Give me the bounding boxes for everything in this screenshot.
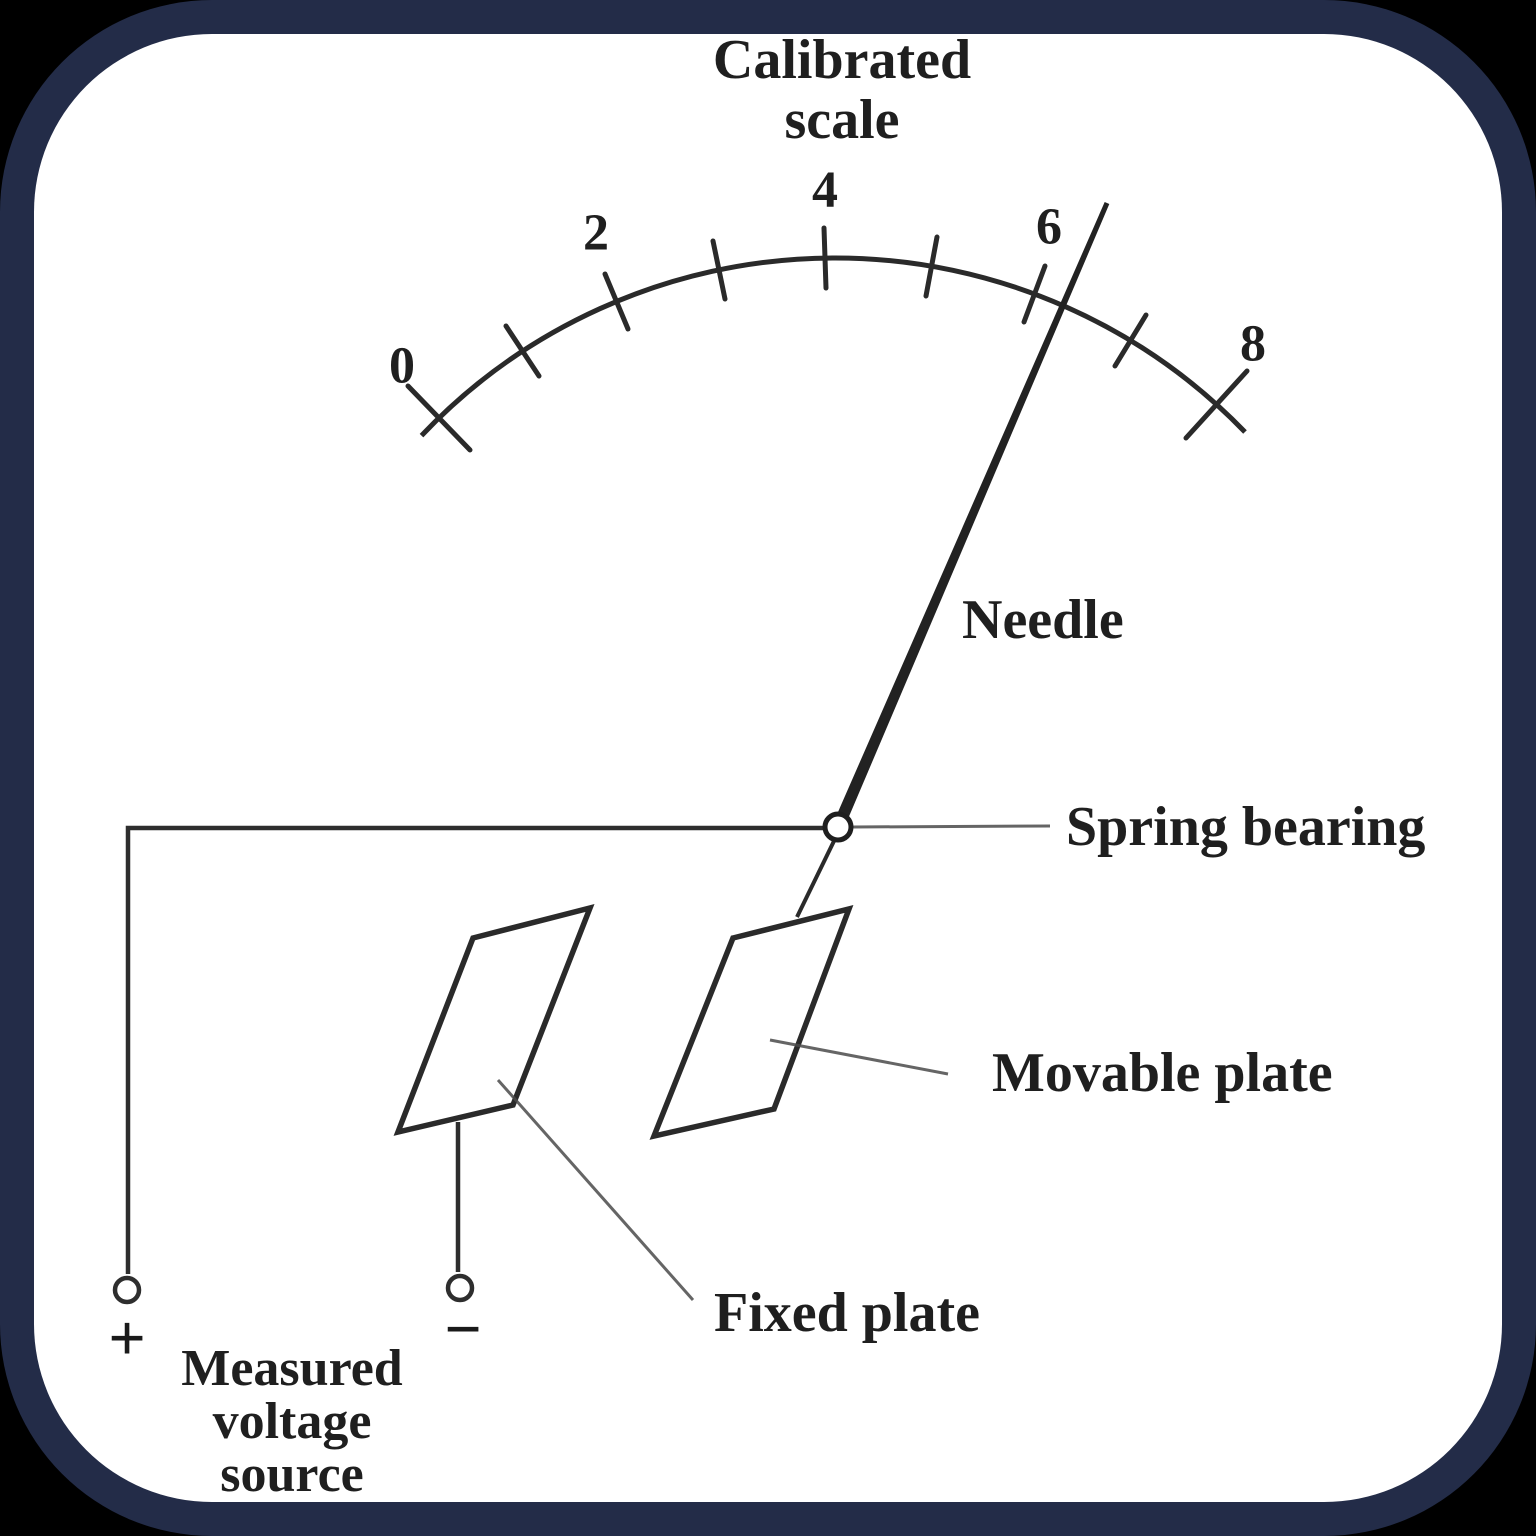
circuit-wires — [125, 825, 824, 1274]
scale-label-4: 4 — [812, 161, 838, 219]
fixed-plate-shape — [393, 904, 595, 1136]
scale-label-6: 6 — [1036, 198, 1062, 256]
terminal-positive-circle — [112, 1275, 142, 1305]
spring-bearing-pivot — [822, 811, 854, 843]
voltage-source-line1: Measured — [181, 1340, 403, 1397]
diagram-title-line2: scale — [784, 89, 900, 151]
needle-label: Needle — [962, 589, 1124, 651]
leader-lines — [496, 824, 1051, 1301]
fixed-plate-label: Fixed plate — [714, 1282, 980, 1344]
diagram-title: Calibrated scale — [713, 30, 971, 150]
fixed-plate-leader — [496, 1079, 695, 1301]
diagram-title-line1: Calibrated — [712, 29, 972, 91]
needle-pointer — [832, 202, 1110, 830]
voltage-source-line2: voltage — [212, 1393, 372, 1450]
voltage-source-line3: source — [220, 1446, 364, 1503]
needle-tail — [795, 840, 836, 918]
scale-label-0: 0 — [389, 337, 415, 395]
tick-mark-4 — [821, 225, 829, 291]
negative-sign: − — [444, 1293, 482, 1366]
scale-tick-marks — [405, 225, 1250, 453]
tick-mark-8 — [1183, 368, 1250, 441]
tick-mark-6 — [1021, 263, 1048, 325]
tick-mark-2 — [602, 271, 631, 332]
tick-mark-7 — [1112, 312, 1149, 369]
movable-plate-label: Movable plate — [992, 1042, 1333, 1104]
movable-plate-shape — [649, 905, 854, 1140]
scale-label-8: 8 — [1240, 315, 1266, 373]
tick-mark-0 — [405, 383, 473, 453]
voltage-source-label: Measured voltage source — [181, 1342, 402, 1501]
wire-left — [125, 825, 824, 1274]
scale-arc — [419, 255, 1247, 438]
movable-plate-leader — [769, 1038, 949, 1076]
tick-mark-5 — [923, 234, 940, 299]
scale-label-2: 2 — [583, 204, 609, 262]
terminal-negative-circle — [445, 1273, 475, 1303]
spring-bearing-label: Spring bearing — [1066, 796, 1426, 858]
tick-mark-3 — [710, 238, 728, 302]
tick-mark-1 — [503, 323, 542, 379]
diagram-panel — [34, 34, 1502, 1502]
positive-sign: + — [108, 1302, 146, 1375]
spring-bearing-leader — [852, 824, 1051, 829]
